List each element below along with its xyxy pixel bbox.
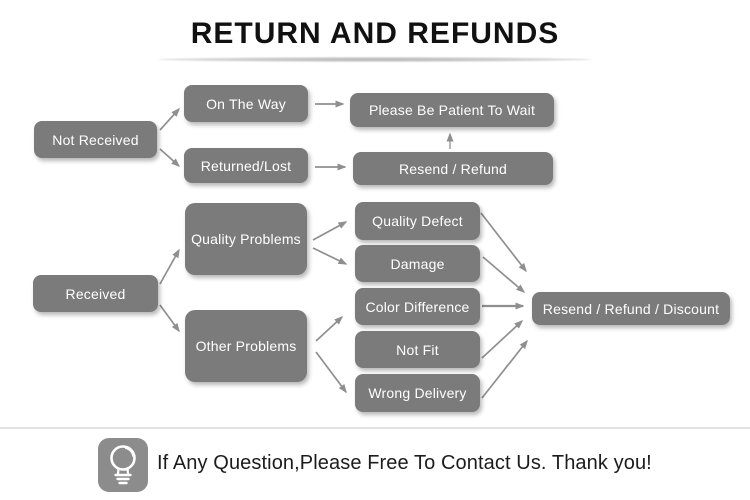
node-resend-refund: Resend / Refund	[353, 152, 553, 185]
node-damage: Damage	[355, 245, 480, 282]
node-not-fit: Not Fit	[355, 331, 480, 368]
footer-divider	[0, 427, 750, 429]
contact-message: If Any Question,Please Free To Contact U…	[157, 452, 652, 474]
node-returned-lost: Returned/Lost	[184, 148, 308, 183]
node-quality-problems: Quality Problems	[185, 203, 307, 275]
page-title: RETURN AND REFUNDS	[190, 17, 560, 50]
node-color-difference: Color Difference	[355, 288, 480, 325]
node-other-problems: Other Problems	[185, 310, 307, 382]
title-underline	[158, 57, 592, 62]
node-wrong-delivery: Wrong Delivery	[355, 374, 480, 412]
node-quality-defect: Quality Defect	[355, 202, 480, 240]
node-not-received: Not Received	[34, 121, 157, 158]
node-please-be-patient: Please Be Patient To Wait	[350, 93, 554, 127]
node-on-the-way: On The Way	[184, 85, 308, 122]
node-resend-refund-discount: Resend / Refund / Discount	[532, 292, 730, 325]
node-received: Received	[33, 275, 158, 312]
light-bulb-icon	[98, 438, 148, 492]
